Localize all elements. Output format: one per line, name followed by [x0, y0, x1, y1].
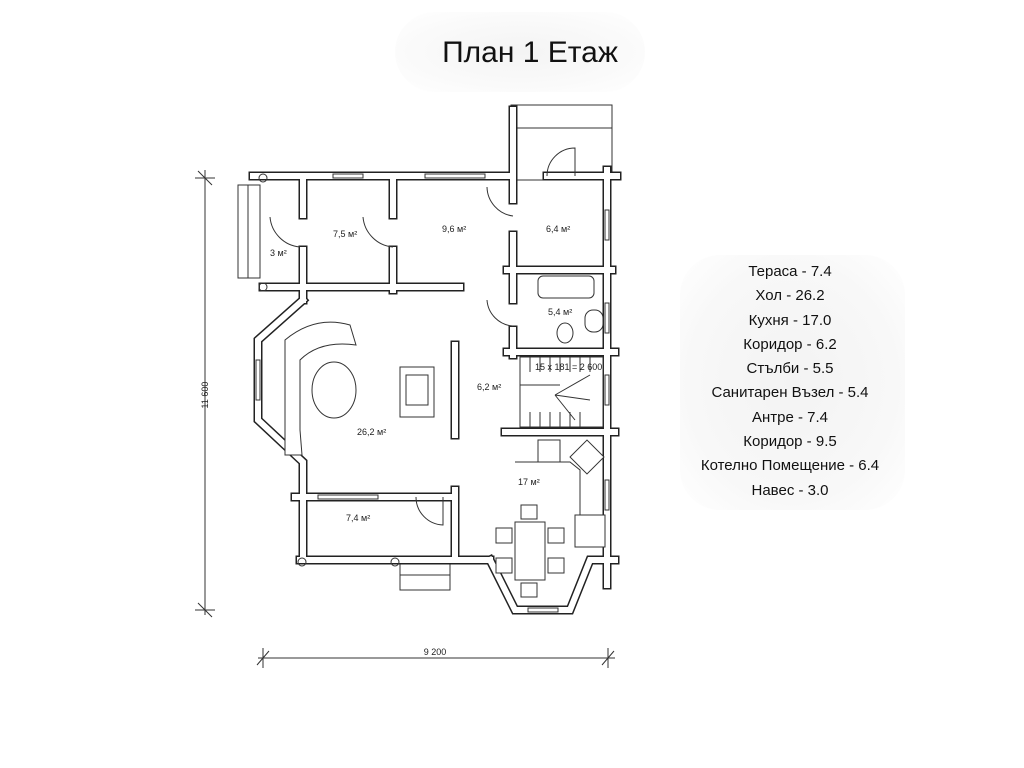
- staircase: [519, 356, 604, 428]
- legend-background: [680, 255, 905, 510]
- coffee-table: [311, 361, 357, 419]
- dimension-lines: [195, 170, 615, 668]
- room-label: 6,2 м²: [477, 382, 501, 392]
- legend-item: Кухня - 17.0: [748, 311, 832, 329]
- doors: [269, 147, 576, 526]
- room-label: 7,4 м²: [346, 513, 370, 523]
- legend-item: Санитарен Възел - 5.4: [711, 384, 869, 402]
- legend-item: Хол - 26.2: [755, 287, 825, 305]
- stairs-note: 15 x 181 = 2 600: [535, 362, 602, 372]
- room-label: 5,4 м²: [548, 307, 572, 317]
- dining-set: [495, 504, 565, 598]
- title-background: [395, 12, 645, 92]
- log-posts: [258, 173, 400, 567]
- stove: [537, 439, 561, 463]
- page-title: План 1 Етаж: [442, 36, 618, 69]
- sink: [584, 309, 604, 333]
- kitchen-sink: [569, 439, 605, 475]
- walls: [248, 105, 622, 615]
- room-label: 6,4 м²: [546, 224, 570, 234]
- height-dimension: 11 600: [200, 382, 210, 409]
- room-label: 17 м²: [518, 477, 540, 487]
- legend-item: Коридор - 6.2: [743, 335, 837, 353]
- room-label: 7,5 м²: [333, 229, 357, 239]
- appliance: [574, 514, 606, 548]
- windows: [255, 173, 610, 613]
- legend-item: Тераса - 7.4: [748, 263, 832, 280]
- room-label: 9,6 м²: [442, 224, 466, 234]
- room-label: 3 м²: [270, 248, 287, 258]
- width-dimension: 9 200: [424, 647, 447, 657]
- legend-item: Котелно Помещение - 6.4: [700, 457, 880, 475]
- bathtub: [537, 275, 595, 299]
- toilet: [556, 322, 574, 344]
- corner-sofa: [284, 321, 357, 456]
- entry-steps: [399, 561, 451, 591]
- legend-item: Стълби - 5.5: [746, 360, 834, 378]
- canopy: [510, 104, 613, 181]
- room-label: 26,2 м²: [357, 427, 386, 437]
- kitchen-counter: [515, 461, 581, 530]
- area-legend: Тераса - 7.4 Хол - 26.2 Кухня - 17.0 Кор…: [660, 260, 920, 503]
- legend-item: Навес - 3.0: [751, 481, 829, 499]
- legend-item: Коридор - 9.5: [743, 433, 837, 451]
- legend-item: Антре - 7.4: [751, 408, 829, 426]
- side-terrace: [237, 184, 261, 279]
